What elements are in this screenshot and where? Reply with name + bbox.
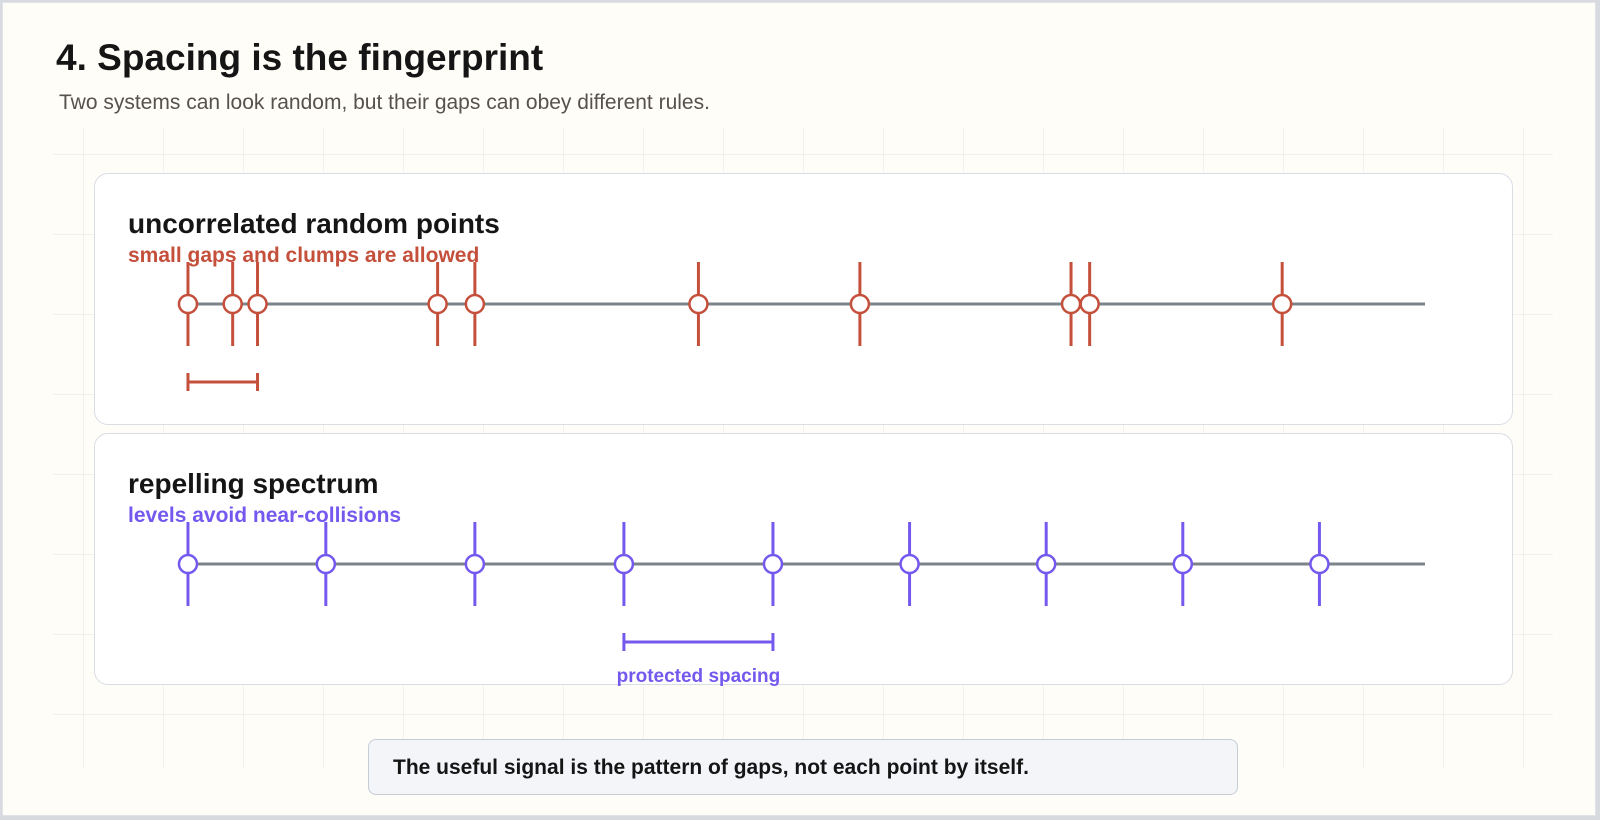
- page-subtitle: Two systems can look random, but their g…: [59, 91, 710, 114]
- takeaway-callout: The useful signal is the pattern of gaps…: [368, 739, 1238, 795]
- panel-title: uncorrelated random points: [128, 208, 500, 239]
- panel-title: repelling spectrum: [128, 468, 379, 499]
- panel-subtitle: small gaps and clumps are allowed: [128, 244, 480, 267]
- page-title: 4. Spacing is the fingerprint: [56, 37, 544, 78]
- point-marker: [464, 553, 486, 575]
- point-marker: [177, 553, 199, 575]
- point-marker: [1309, 553, 1330, 575]
- takeaway-text: The useful signal is the pattern of gaps…: [393, 756, 1029, 779]
- panel-uncorrelated: uncorrelated random points small gaps an…: [94, 173, 1513, 425]
- point-marker: [222, 293, 243, 315]
- point-track: protected spacing: [177, 522, 1425, 686]
- panel-subtitle: levels avoid near-collisions: [128, 504, 402, 527]
- gap-bracket-label: protected spacing: [617, 666, 781, 686]
- point-marker: [1060, 293, 1082, 315]
- point-marker: [1172, 553, 1194, 575]
- point-marker: [1035, 553, 1057, 575]
- point-track: [177, 262, 1425, 391]
- point-marker: [688, 293, 709, 315]
- point-marker: [613, 553, 635, 575]
- point-marker: [849, 293, 871, 315]
- point-marker: [464, 293, 486, 315]
- point-marker: [427, 293, 448, 315]
- point-marker: [1271, 293, 1293, 315]
- point-marker: [247, 293, 268, 315]
- point-marker: [899, 553, 920, 575]
- point-marker: [315, 553, 337, 575]
- panel-repelling: repelling spectrum levels avoid near-col…: [94, 433, 1513, 686]
- point-marker: [762, 553, 784, 575]
- point-marker: [1079, 293, 1100, 315]
- point-marker: [177, 293, 199, 315]
